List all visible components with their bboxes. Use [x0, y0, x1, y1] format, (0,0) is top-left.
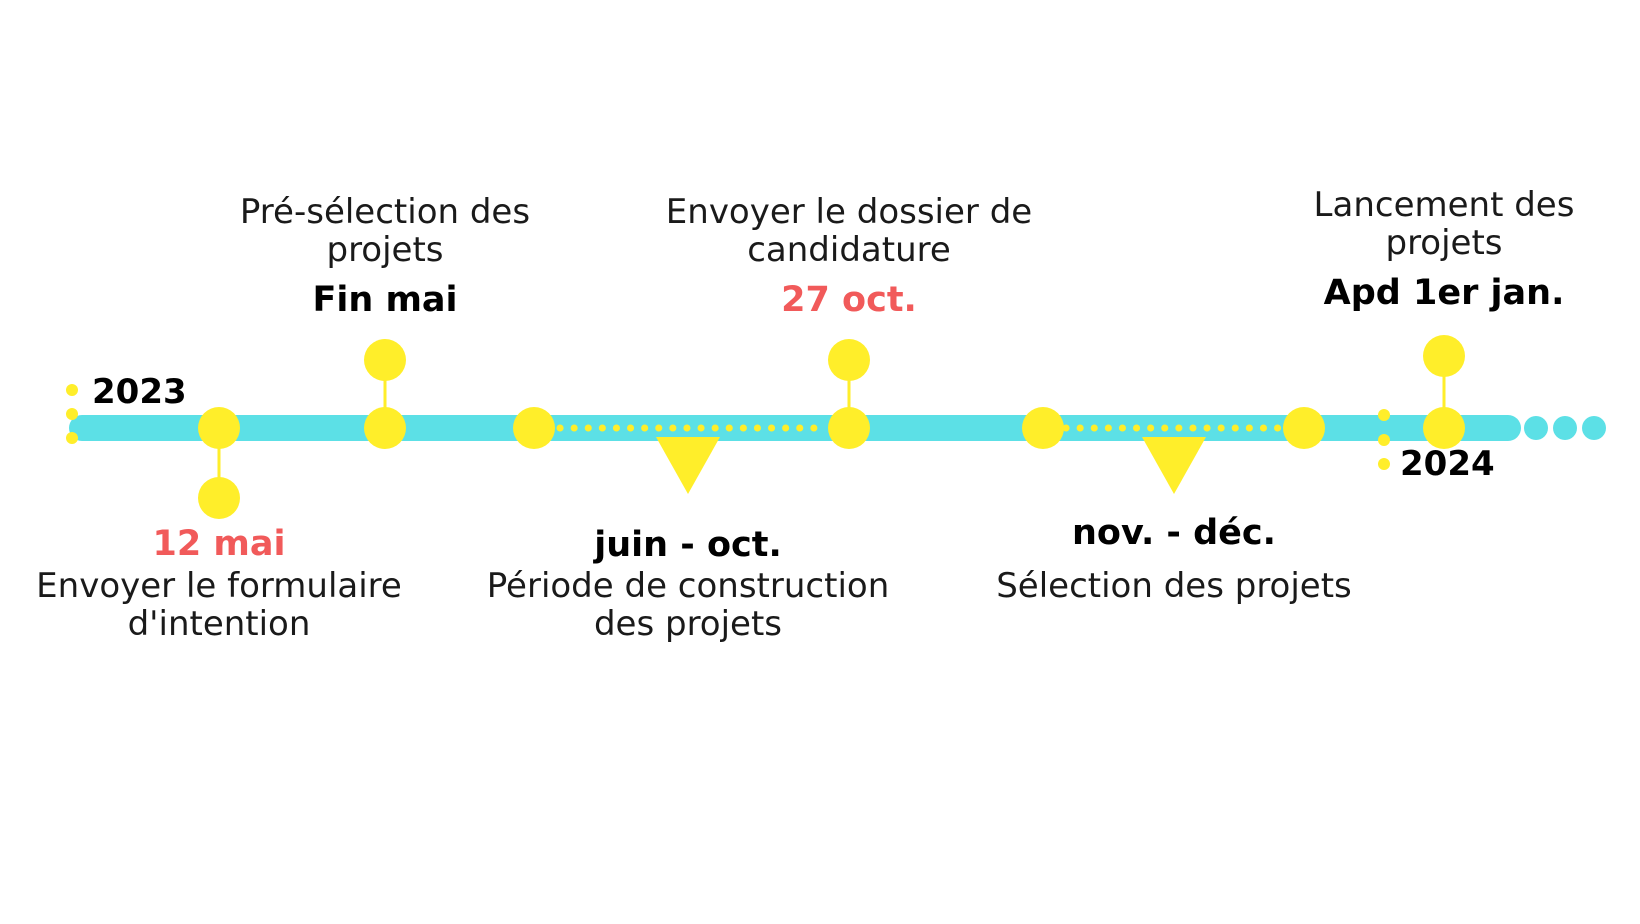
milestone-title: Lancement des [1313, 185, 1575, 225]
year-end-label: 2024 [1400, 444, 1495, 484]
year-start-marker-dot [66, 432, 78, 444]
year-end-marker-dot [1378, 458, 1390, 470]
track-end-dot [1524, 416, 1548, 440]
milestone-node [828, 407, 870, 449]
milestone-date: 27 oct. [781, 280, 917, 320]
milestone-title: candidature [747, 230, 951, 270]
milestone-node [364, 407, 406, 449]
milestone-tip-node [198, 477, 240, 519]
milestone-tip-node [828, 339, 870, 381]
milestone-title: Période de construction [486, 566, 890, 606]
milestone-title: projets [326, 230, 444, 270]
period-end-node [1283, 407, 1325, 449]
year-start-label: 2023 [92, 372, 187, 412]
year-end-marker-dot [1378, 409, 1390, 421]
milestone-title: Envoyer le dossier de [665, 192, 1033, 232]
milestone-title: des projets [593, 604, 783, 644]
track-end-dot [1582, 416, 1606, 440]
milestone-title: Pré-sélection des [239, 192, 531, 232]
milestone-title: Envoyer le formulaire [36, 566, 402, 606]
year-start-marker-dot [66, 408, 78, 420]
milestone-date: Apd 1er jan. [1323, 273, 1565, 313]
milestone-date: 12 mai [152, 524, 286, 564]
milestone-tip-node [364, 339, 406, 381]
milestone-node [1423, 407, 1465, 449]
milestone-title: Sélection des projets [996, 566, 1352, 606]
milestone-tip-node [1423, 335, 1465, 377]
milestone-title: d'intention [127, 604, 311, 644]
period-start-node [1022, 407, 1064, 449]
milestone-date: Fin mai [312, 280, 458, 320]
period-start-node [513, 407, 555, 449]
milestone-date: nov. - déc. [1072, 513, 1276, 553]
period-triangle-marker [656, 437, 720, 494]
year-start-marker-dot [66, 384, 78, 396]
year-end-marker-dot [1378, 434, 1390, 446]
milestone-node [198, 407, 240, 449]
period-triangle-marker [1142, 437, 1206, 494]
milestone-date: juin - oct. [594, 525, 782, 565]
track-end-dot [1553, 416, 1577, 440]
milestone-title: projets [1385, 223, 1503, 263]
